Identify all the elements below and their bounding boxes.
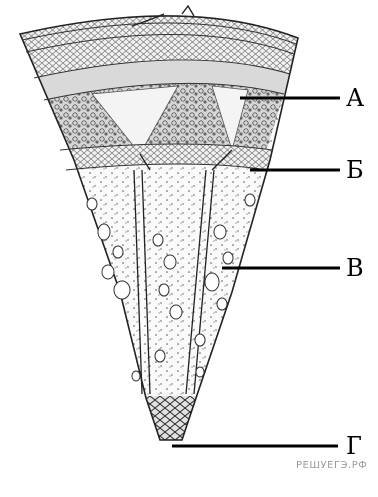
- watermark: РЕШУЕГЭ.РФ: [296, 460, 367, 471]
- label-a: А: [346, 84, 364, 112]
- label-v: В: [346, 254, 364, 282]
- label-b: Б: [346, 156, 364, 184]
- label-g: Г: [346, 432, 362, 460]
